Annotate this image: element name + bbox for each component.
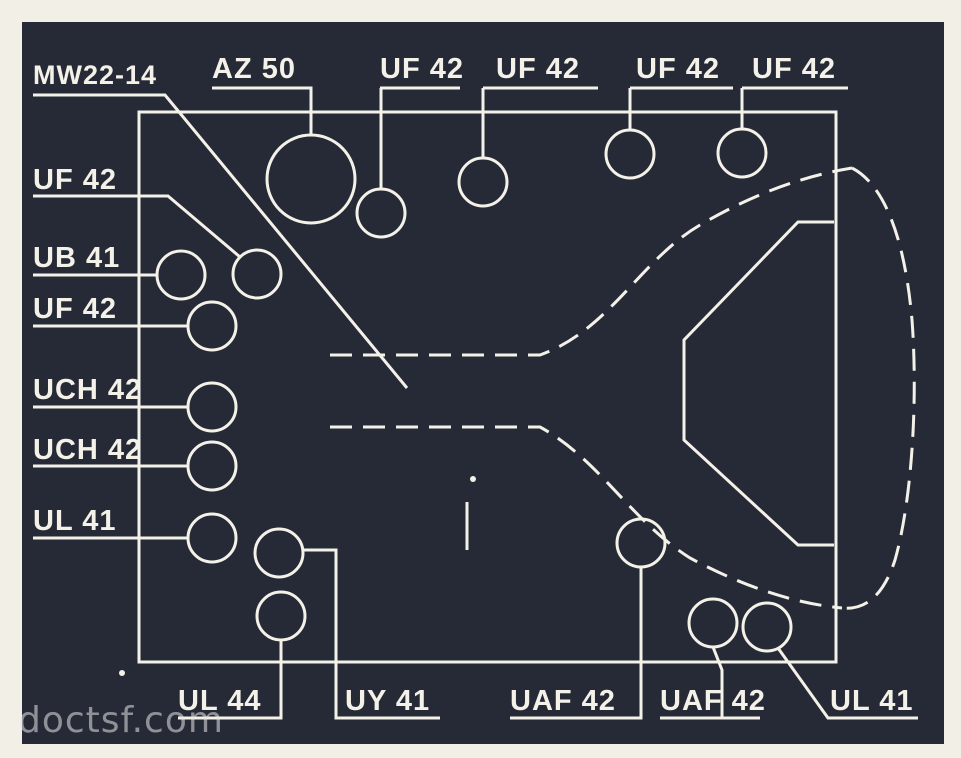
label-top-1: UF 42	[380, 53, 464, 85]
label-bottom-5: UL 41	[830, 685, 914, 717]
leader-uaf42-a	[510, 567, 643, 720]
crt-face	[841, 166, 916, 610]
chassis-outline	[137, 110, 838, 664]
watermark: doctsf.com	[18, 700, 224, 741]
leader-top-3	[628, 86, 733, 130]
crt-outline-bottom	[330, 425, 843, 610]
label-bottom-4: UAF 42	[660, 685, 766, 717]
leader-uy41	[303, 548, 440, 720]
label-left-5: UCH 42	[33, 434, 143, 466]
label-bottom-1: UL 44	[178, 685, 262, 717]
leader-az50	[212, 86, 313, 135]
label-top-4: UF 42	[752, 53, 836, 85]
dot-mark-2	[470, 476, 476, 482]
label-left-4: UCH 42	[33, 374, 143, 406]
label-left-2: UB 41	[33, 242, 121, 274]
crt-outline-top	[330, 166, 853, 357]
label-bottom-3: UAF 42	[510, 685, 616, 717]
dot-mark	[119, 670, 125, 676]
leader-top-2	[481, 86, 598, 158]
label-top-3: UF 42	[636, 53, 720, 85]
leader-ul41-b	[776, 647, 918, 720]
label-left-1: UF 42	[33, 164, 117, 196]
leader-top-4	[740, 86, 848, 129]
leader-left-1	[33, 194, 241, 259]
leader-ul44	[178, 640, 283, 720]
leader-top-1	[379, 86, 460, 189]
crt-leader	[33, 93, 409, 389]
tube-ul41-b	[741, 601, 793, 653]
leader-uaf42-b	[660, 646, 760, 720]
label-left-6: UL 41	[33, 505, 117, 537]
label-bottom-2: UY 41	[345, 685, 431, 717]
label-az50: AZ 50	[212, 53, 296, 85]
tube-ul44	[253, 527, 305, 579]
label-left-3: UF 42	[33, 293, 117, 325]
label-top-2: UF 42	[496, 53, 580, 85]
label-crt: MW22-14	[33, 60, 158, 90]
tube-left-1	[231, 248, 283, 300]
screen-shield	[682, 220, 834, 547]
